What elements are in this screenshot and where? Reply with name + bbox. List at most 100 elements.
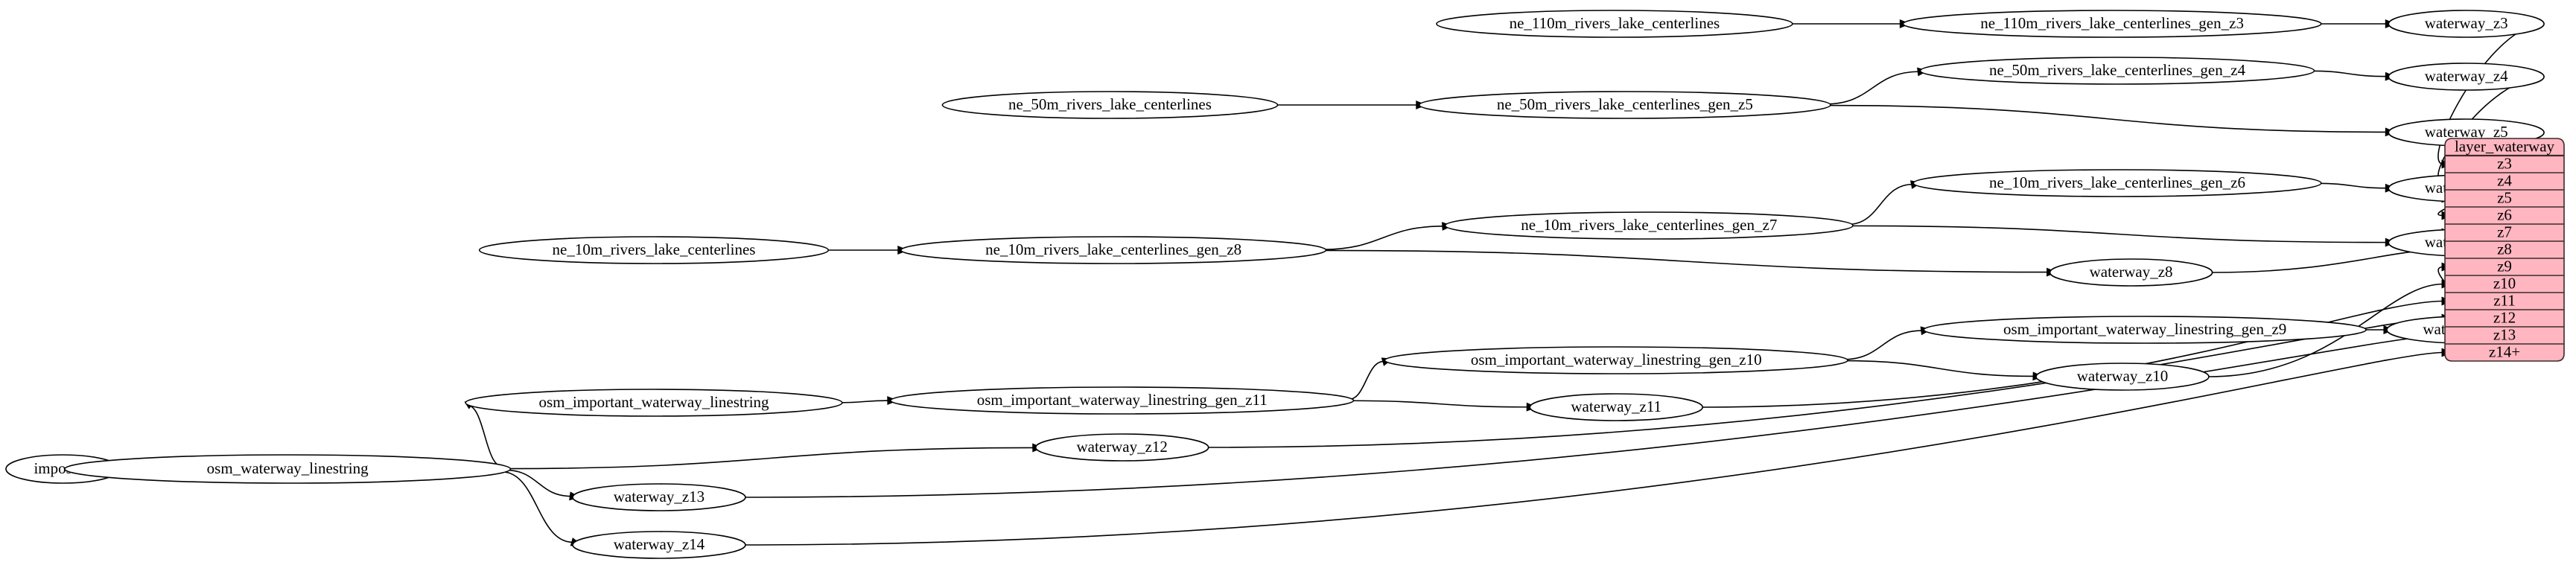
table-row-z8[interactable]: z8: [2497, 240, 2512, 258]
node-label: osm_important_waterway_linestring_gen_z9: [2003, 320, 2286, 338]
edge-waterway_z8-to-layer_waterway_z8: [2212, 249, 2444, 273]
node-label: osm_important_waterway_linestring_gen_z1…: [977, 391, 1268, 409]
edge-osm_waterway_linestring-to-osm_important_waterway_linestring: [467, 404, 503, 468]
edge-ne_10m_rivers_lake_centerlines_gen_z8-to-ne_10m_rivers_lake_centerlines_gen_z7: [1321, 226, 1444, 250]
node-ellipse: [465, 389, 843, 417]
node-label: osm_important_waterway_linestring_gen_z1…: [1471, 351, 1762, 368]
node-label: waterway_z4: [2425, 67, 2508, 85]
node-label: osm_important_waterway_linestring: [538, 393, 769, 411]
node-ellipse: [1444, 211, 1854, 240]
edge-waterway_z14-to-layer_waterway_z14_: [745, 351, 2444, 546]
edge-osm_important_waterway_linestring_gen_z11-to-osm_important_waterway_linestring_gen_z10: [1348, 360, 1384, 401]
node-ne_10m_rivers_lake_centerlines_gen_z8[interactable]: ne_10m_rivers_lake_centerlines_gen_z8: [900, 236, 1327, 264]
edge-waterway_z13-to-layer_waterway_z13: [745, 334, 2444, 498]
node-ellipse: [478, 236, 830, 264]
node-label: ne_10m_rivers_lake_centerlines_gen_z7: [1521, 216, 1777, 234]
layer-waterway-table-body: [2444, 138, 2565, 362]
node-waterway_z13[interactable]: waterway_z13: [572, 483, 746, 511]
node-label: ne_10m_rivers_lake_centerlines_gen_z8: [985, 240, 1241, 258]
node-ellipse: [2035, 363, 2210, 391]
node-osm_important_waterway_linestring_gen_z9[interactable]: osm_important_waterway_linestring_gen_z9: [1923, 316, 2367, 344]
node-waterway_z12[interactable]: waterway_z12: [1034, 433, 1209, 462]
node-ellipse: [1912, 169, 2322, 197]
edge-osm_important_waterway_linestring-to-osm_important_waterway_linestring_gen_z11: [838, 400, 889, 403]
node-ellipse: [2388, 10, 2545, 38]
node-label: waterway_z12: [1076, 438, 1167, 456]
node-ne_50m_rivers_lake_centerlines_gen_z4[interactable]: ne_50m_rivers_lake_centerlines_gen_z4: [1919, 57, 2315, 85]
table-row-z7[interactable]: z7: [2497, 223, 2512, 240]
node-label: ne_50m_rivers_lake_centerlines_gen_z4: [1989, 61, 2246, 79]
node-label: ne_10m_rivers_lake_centerlines_gen_z6: [1989, 173, 2245, 191]
node-waterway_z14[interactable]: waterway_z14: [572, 531, 746, 559]
edge-ne_50m_rivers_lake_centerlines_gen_z5-to-ne_50m_rivers_lake_centerlines_gen_z4: [1825, 71, 1920, 105]
node-ellipse: [1034, 433, 1209, 462]
table-row-z13[interactable]: z13: [2493, 325, 2516, 343]
node-label: ne_110m_rivers_lake_centerlines: [1510, 14, 1720, 32]
edge-waterway_z11-to-layer_waterway_z11: [1702, 300, 2444, 408]
node-label: waterway_z11: [1571, 398, 1661, 415]
node-waterway_z3[interactable]: waterway_z3: [2388, 10, 2545, 38]
node-label: ne_10m_rivers_lake_centerlines: [553, 240, 756, 258]
node-ellipse: [1923, 316, 2367, 344]
layer-waterway-table-header: layer_waterway: [2455, 137, 2555, 155]
node-label: waterway_z8: [2090, 263, 2173, 281]
edge-osm_important_waterway_linestring_gen_z11-to-waterway_z11: [1349, 400, 1529, 408]
node-label: waterway_z14: [614, 535, 705, 553]
node-label: ne_110m_rivers_lake_centerlines_gen_z3: [1980, 14, 2244, 32]
node-waterway_z8[interactable]: waterway_z8: [2049, 258, 2213, 287]
edge-osm_waterway_linestring-to-waterway_z12: [506, 447, 1034, 470]
node-waterway_z11[interactable]: waterway_z11: [1529, 393, 1704, 421]
node-ne_10m_rivers_lake_centerlines_gen_z6[interactable]: ne_10m_rivers_lake_centerlines_gen_z6: [1912, 169, 2322, 197]
table-row-z4[interactable]: z4: [2497, 171, 2512, 189]
node-label: ne_50m_rivers_lake_centerlines: [1008, 95, 1212, 113]
node-ellipse: [2388, 63, 2545, 91]
edge-osm_waterway_linestring-to-waterway_z14: [501, 470, 573, 543]
node-ne_50m_rivers_lake_centerlines[interactable]: ne_50m_rivers_lake_centerlines: [941, 91, 1279, 119]
node-ellipse: [572, 483, 746, 511]
node-osm_important_waterway_linestring_gen_z10[interactable]: osm_important_waterway_linestring_gen_z1…: [1384, 346, 1848, 374]
node-label: waterway_z10: [2077, 367, 2168, 385]
node-label: waterway_z3: [2425, 14, 2508, 32]
table-row-z3[interactable]: z3: [2497, 154, 2512, 172]
node-ne_10m_rivers_lake_centerlines[interactable]: ne_10m_rivers_lake_centerlines: [478, 236, 830, 264]
node-ellipse: [890, 386, 1355, 415]
node-ne_10m_rivers_lake_centerlines_gen_z7[interactable]: ne_10m_rivers_lake_centerlines_gen_z7: [1444, 211, 1854, 240]
node-ne_50m_rivers_lake_centerlines_gen_z5[interactable]: ne_50m_rivers_lake_centerlines_gen_z5: [1418, 91, 1831, 119]
node-ne_110m_rivers_lake_centerlines[interactable]: ne_110m_rivers_lake_centerlines: [1436, 10, 1793, 38]
node-ellipse: [941, 91, 1279, 119]
node-ellipse: [2049, 258, 2213, 287]
edge-ne_10m_rivers_lake_centerlines_gen_z7-to-waterway_z7: [1848, 225, 2388, 243]
edge-osm_important_waterway_linestring_gen_z10-to-waterway_z10: [1842, 360, 2035, 377]
node-ellipse: [1418, 91, 1831, 119]
table-row-z11[interactable]: z11: [2493, 291, 2516, 309]
edge-ne_10m_rivers_lake_centerlines_gen_z6-to-waterway_z6: [2317, 182, 2388, 189]
node-ellipse: [1919, 57, 2315, 85]
node-osm_important_waterway_linestring_gen_z11[interactable]: osm_important_waterway_linestring_gen_z1…: [890, 386, 1355, 415]
node-osm_waterway_linestring[interactable]: osm_waterway_linestring: [64, 454, 512, 484]
node-label: ne_50m_rivers_lake_centerlines_gen_z5: [1497, 95, 1753, 113]
node-ellipse: [1529, 393, 1704, 421]
node-ellipse: [1902, 10, 2322, 38]
table-row-z14plus[interactable]: z14+: [2489, 342, 2520, 360]
node-waterway_z10[interactable]: waterway_z10: [2035, 363, 2210, 391]
layer-waterway-table: layer_waterwayz3z4z5z6z7z8z9z10z11z12z13…: [2444, 137, 2565, 362]
node-ne_110m_rivers_lake_centerlines_gen_z3[interactable]: ne_110m_rivers_lake_centerlines_gen_z3: [1902, 10, 2322, 38]
table-row-z12[interactable]: z12: [2493, 308, 2516, 326]
node-label: waterway_z13: [614, 488, 705, 505]
table-row-z9[interactable]: z9: [2497, 257, 2512, 275]
table-row-z10[interactable]: z10: [2493, 274, 2516, 292]
edge-osm_important_waterway_linestring_gen_z10-to-osm_important_waterway_linestring_gen_z9: [1842, 330, 1923, 360]
edge-ne_10m_rivers_lake_centerlines_gen_z7-to-ne_10m_rivers_lake_centerlines_gen_z6: [1848, 183, 1913, 226]
edge-ne_50m_rivers_lake_centerlines_gen_z4-to-waterway_z4: [2310, 70, 2388, 77]
edge-ne_10m_rivers_lake_centerlines_gen_z8-to-waterway_z8: [1321, 249, 2049, 273]
node-label: waterway_z5: [2425, 123, 2508, 141]
table-row-z5[interactable]: z5: [2497, 188, 2512, 206]
node-osm_important_waterway_linestring[interactable]: osm_important_waterway_linestring: [465, 389, 843, 417]
edge-ne_50m_rivers_lake_centerlines_gen_z5-to-waterway_z5: [1826, 104, 2388, 133]
table-row-z6[interactable]: z6: [2497, 205, 2512, 223]
edge-osm_waterway_linestring-to-waterway_z13: [505, 469, 572, 497]
node-waterway_z4[interactable]: waterway_z4: [2388, 63, 2545, 91]
